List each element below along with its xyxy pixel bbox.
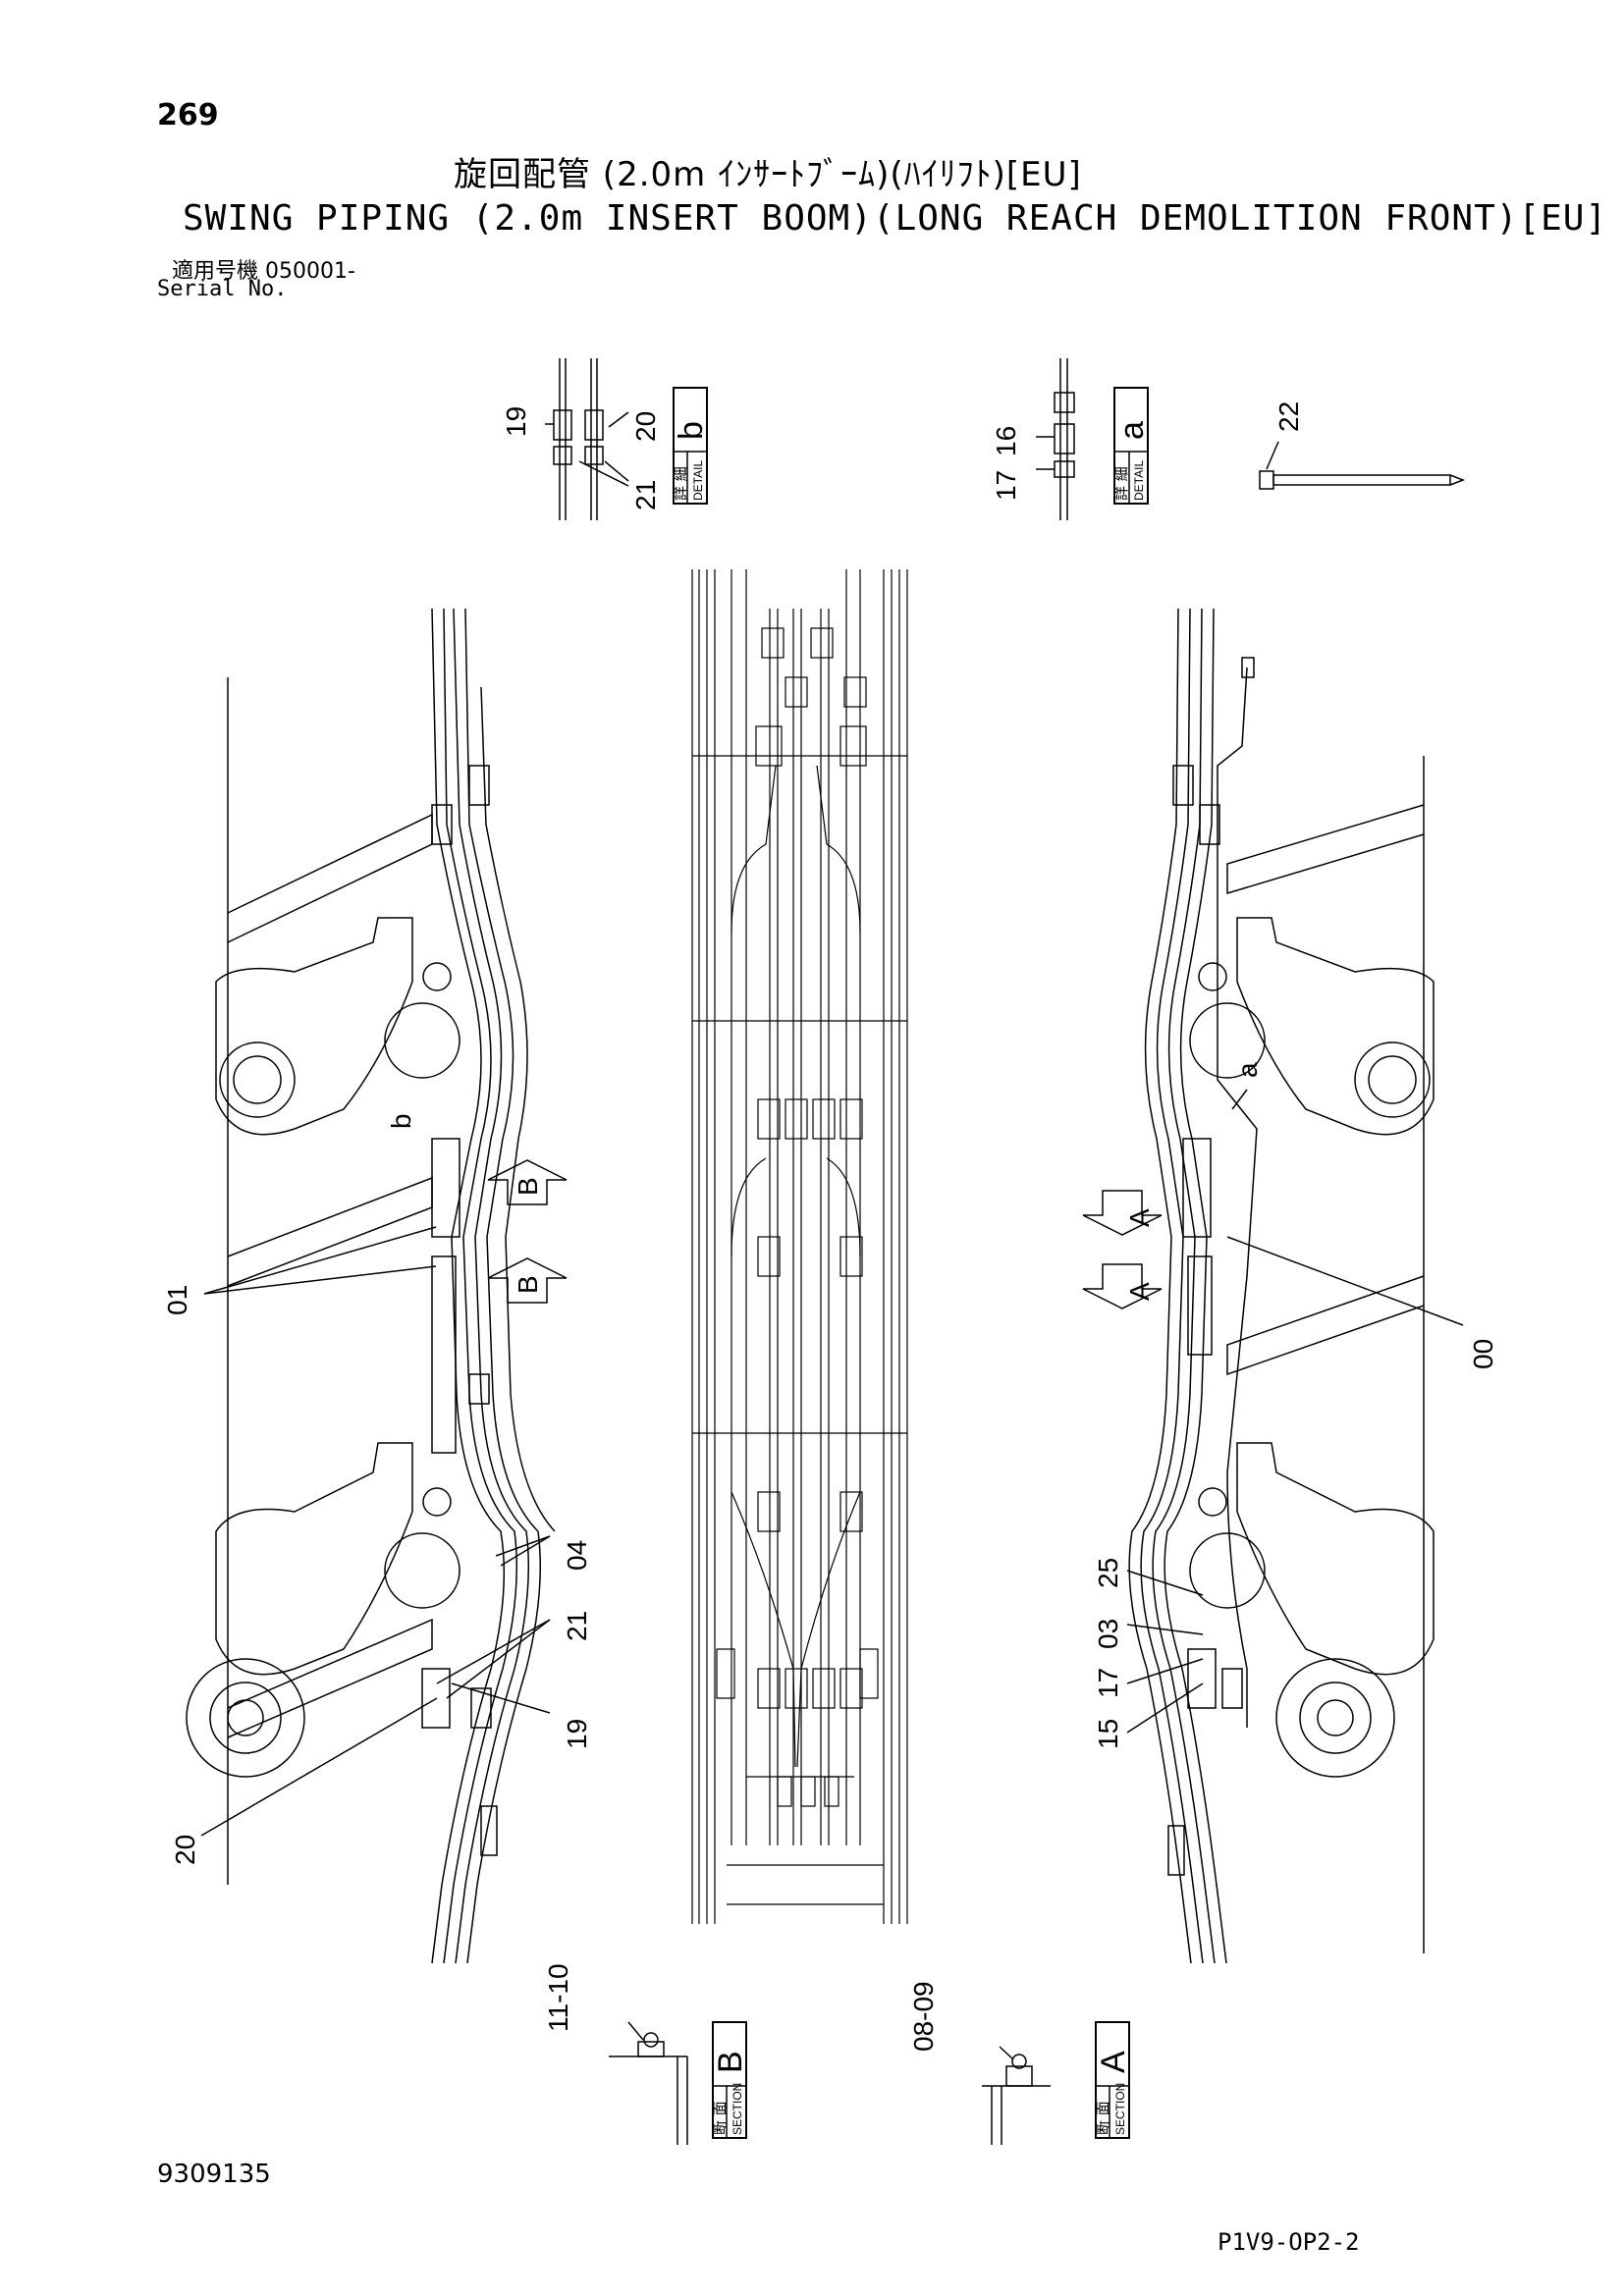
section-b-view — [609, 2021, 747, 2145]
callout-19: 19 — [562, 1719, 592, 1749]
title-japanese: 旋回配管 (2.0m ｲﾝｻｰﾄﾌﾞｰﾑ)(ﾊｲﾘﾌﾄ)[EU] — [454, 155, 1082, 194]
callout-03: 03 — [1093, 1619, 1123, 1649]
cable-tie-part — [1259, 441, 1466, 490]
detail-a-view — [1036, 358, 1149, 520]
callout-01: 01 — [162, 1285, 192, 1315]
view-marker-b-lower — [487, 1257, 568, 1304]
detail-b-jp: 詳 細 — [672, 466, 689, 501]
right-boom-view — [1128, 608, 1435, 1964]
callout-17: 17 — [1093, 1668, 1123, 1698]
callout-21-detail: 21 — [630, 480, 661, 510]
section-a-letter: A — [1095, 2051, 1132, 2073]
callout-04: 04 — [562, 1540, 592, 1571]
detail-a-en: DETAIL — [1132, 460, 1146, 501]
view-marker-b-upper — [487, 1159, 568, 1205]
view-marker-a-lower — [1082, 1263, 1163, 1309]
callout-25: 25 — [1093, 1558, 1123, 1588]
callout-22: 22 — [1273, 401, 1304, 432]
callout-19-detail: 19 — [501, 406, 531, 437]
callout-20: 20 — [170, 1835, 200, 1865]
page-code: P1V9-OP2-2 — [1218, 2228, 1360, 2256]
callout-20-detail: 20 — [630, 411, 661, 442]
leader-lines-right — [1126, 1089, 1464, 1734]
serial-label-japanese: 適用号機 050001- — [172, 259, 355, 284]
detail-a-letter: a — [1113, 421, 1151, 440]
section-a-range: 08-09 — [908, 1981, 939, 2052]
serial-label-english: Serial No. — [157, 277, 288, 301]
title-english: SWING PIPING (2.0m INSERT BOOM)(LONG REA… — [183, 198, 1608, 239]
section-a-view — [982, 2021, 1130, 2145]
callout-17-detail: 17 — [991, 470, 1021, 501]
section-a-jp: 断 面 — [1094, 2101, 1111, 2135]
page-number: 269 — [157, 98, 219, 133]
section-b-jp: 断 面 — [711, 2101, 729, 2135]
section-b-range: 11-10 — [543, 1963, 573, 2032]
section-b-letter: B — [712, 2051, 749, 2073]
callout-21: 21 — [562, 1611, 592, 1641]
leader-lines-left — [200, 1226, 551, 1837]
callout-16-detail: 16 — [991, 426, 1021, 456]
document-number: 9309135 — [157, 2160, 271, 2189]
view-marker-a-label-2: A — [1124, 1282, 1155, 1301]
section-a-en: SECTION — [1113, 2083, 1127, 2135]
detail-b-letter: b — [673, 421, 710, 440]
detail-a-jp: 詳 細 — [1112, 466, 1130, 501]
callout-00: 00 — [1468, 1339, 1498, 1369]
view-marker-detail-a: a — [1232, 1062, 1263, 1078]
detail-b-view — [545, 358, 708, 520]
view-marker-a-upper — [1082, 1190, 1163, 1236]
view-marker-a-label-1: A — [1124, 1208, 1155, 1227]
view-marker-b-label-1: B — [513, 1177, 543, 1196]
view-marker-detail-b: b — [386, 1113, 416, 1129]
callout-15: 15 — [1093, 1719, 1123, 1749]
section-b-en: SECTION — [731, 2083, 744, 2135]
left-boom-view — [186, 608, 556, 1964]
detail-b-en: DETAIL — [691, 460, 705, 501]
center-top-view — [691, 569, 908, 1924]
view-marker-b-label-2: B — [513, 1275, 543, 1294]
